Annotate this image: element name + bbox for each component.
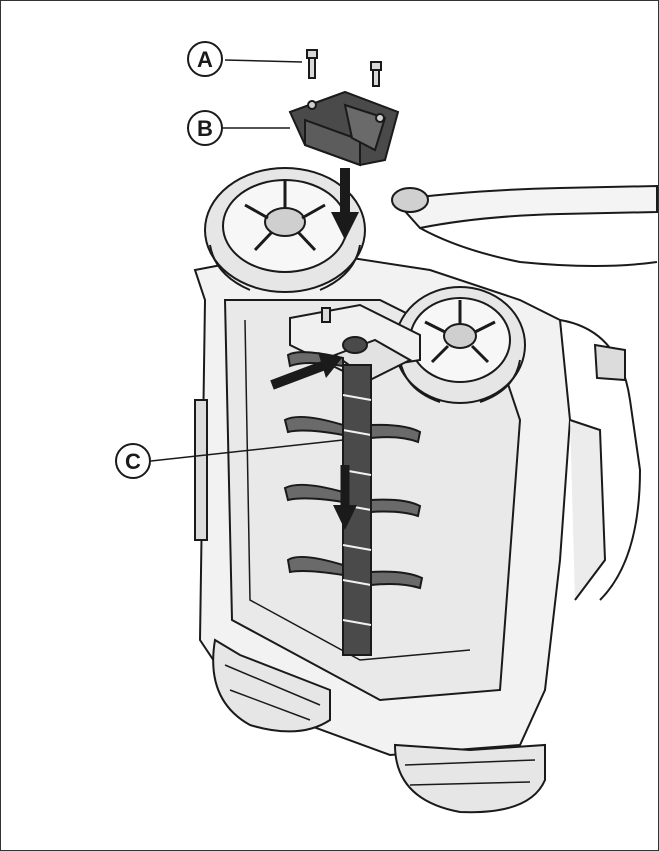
front-left-wheel bbox=[212, 638, 331, 733]
callout-a-label: A bbox=[197, 47, 213, 72]
callout-b: B bbox=[187, 110, 290, 146]
screw-shank-right-icon bbox=[372, 69, 380, 87]
handle-bar bbox=[391, 184, 658, 267]
callout-a: A bbox=[187, 41, 303, 77]
arrow-down-cover-icon bbox=[331, 212, 359, 240]
roller-tines bbox=[283, 351, 424, 590]
arrow-down-shaft-icon bbox=[333, 505, 357, 530]
rear-right-wheel bbox=[394, 286, 526, 404]
callout-c: C bbox=[115, 439, 344, 479]
screw-pair bbox=[306, 49, 382, 87]
bearing-cover-part bbox=[288, 90, 400, 167]
screw-head-left-icon bbox=[306, 49, 318, 59]
arrow-insert-shaft-icon bbox=[318, 352, 342, 378]
screw-shank-left-icon bbox=[308, 57, 316, 79]
screw-head-right-icon bbox=[370, 61, 382, 71]
front-right-wheel bbox=[393, 743, 546, 814]
callout-c-label: C bbox=[125, 449, 141, 474]
callout-b-label: B bbox=[197, 116, 213, 141]
insertion-arrows bbox=[270, 168, 359, 530]
rear-left-wheel bbox=[204, 167, 366, 293]
